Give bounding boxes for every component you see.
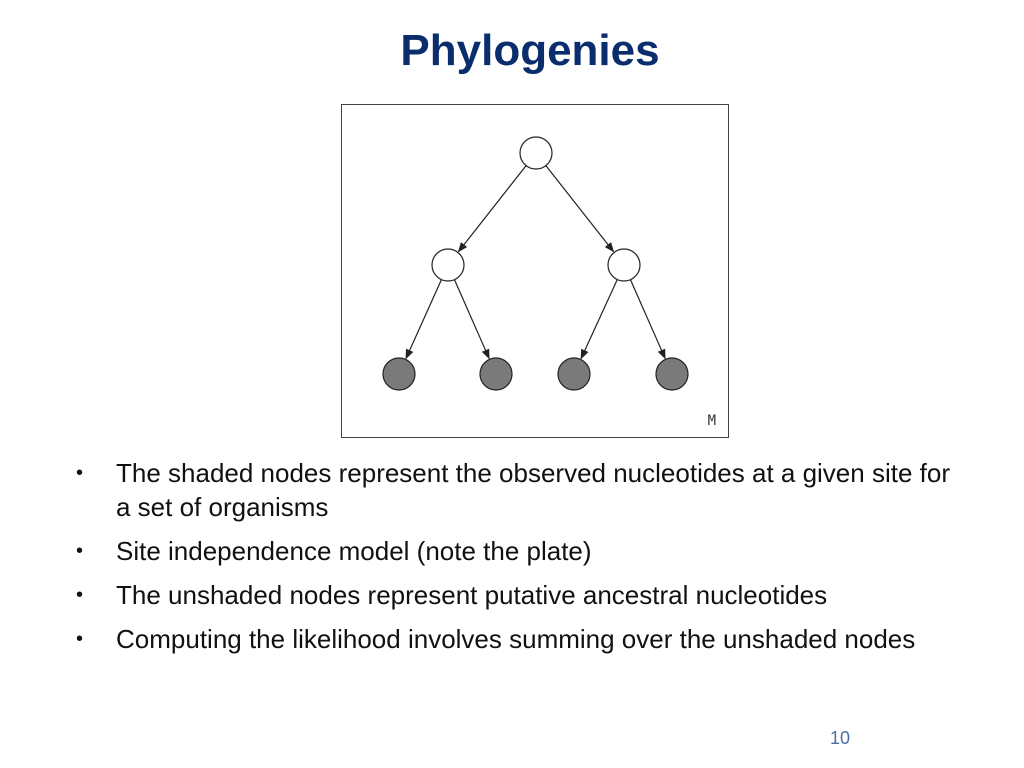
page-number: 10 (830, 728, 851, 748)
edge-ancestor-left-to-leaf-1 (405, 279, 442, 360)
node-leaf-4 (655, 357, 689, 391)
node-leaf-3 (557, 357, 591, 391)
phylogeny-tree (382, 136, 689, 391)
node-leaf-1 (382, 357, 416, 391)
bullet-item: Computing the likelihood involves summin… (76, 622, 956, 656)
node-ancestor-left (431, 248, 465, 282)
slide-title: Phylogenies (400, 26, 660, 75)
edge-root-to-ancestor-left (457, 165, 527, 253)
bullet-item: Site independence model (note the plate) (76, 534, 956, 568)
edge-ancestor-right-to-leaf-4 (629, 279, 666, 360)
edge-ancestor-right-to-leaf-3 (580, 279, 618, 360)
node-root (519, 136, 553, 170)
node-leaf-2 (479, 357, 513, 391)
plate-diagram: M (341, 104, 729, 438)
plate-label: M (707, 413, 716, 429)
edge-root-to-ancestor-right (545, 165, 615, 253)
bullet-list: The shaded nodes represent the observed … (76, 456, 956, 666)
bullet-item: The unshaded nodes represent putative an… (76, 578, 956, 612)
edge-ancestor-left-to-leaf-2 (453, 279, 490, 360)
bullet-item: The shaded nodes represent the observed … (76, 456, 956, 524)
node-ancestor-right (607, 248, 641, 282)
